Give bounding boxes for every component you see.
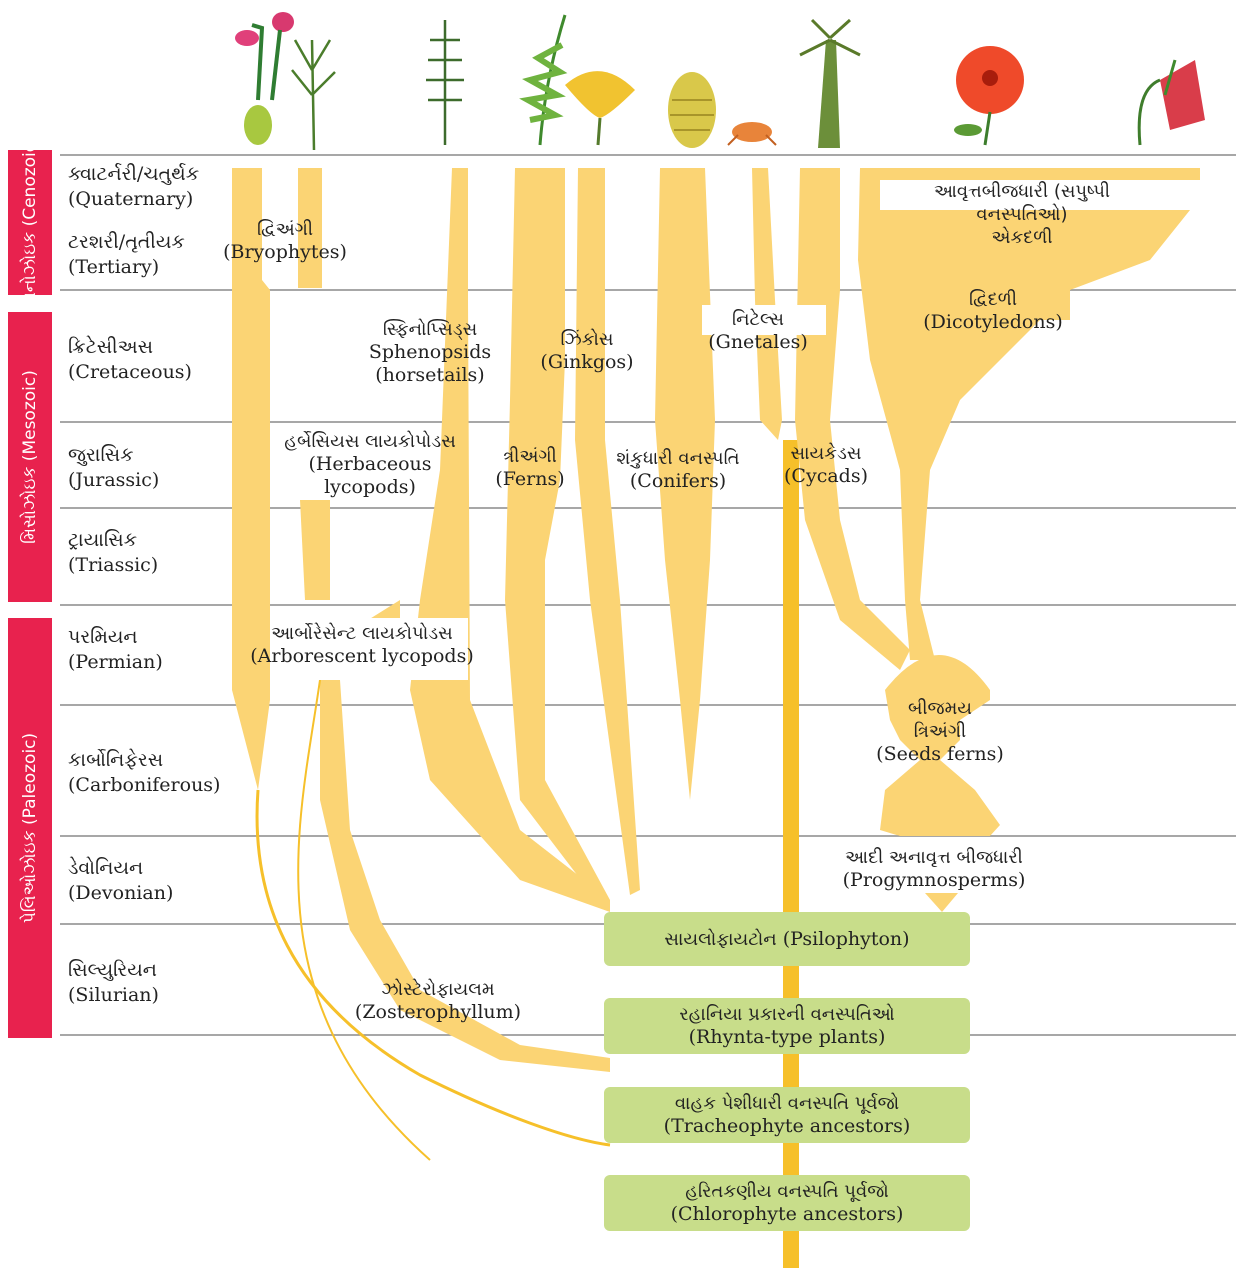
label-arborescent-lycopods: આર્બોરેસેન્ટ લાયકોપોડસ(Arborescent lycop… bbox=[250, 623, 474, 667]
label-progymnosperms: આદી અનાવૃત્ત બીજધારી(Progymnosperms) bbox=[842, 847, 1026, 891]
period-devonian: ડેવોનિયન(Devonian) bbox=[68, 857, 174, 904]
psilotum-branch bbox=[298, 168, 322, 288]
trunk-segment bbox=[783, 1231, 799, 1268]
period-permian: પરમિયન(Permian) bbox=[68, 626, 163, 673]
flower-icon bbox=[954, 46, 1024, 146]
label-angiosperms: આવૃત્તબીજધારી (સપુષ્પીવનસ્પતિઓ)એકદળી bbox=[933, 181, 1111, 248]
era-bar-cenozoic: સિનોઝોઇક (Cenozoic) bbox=[8, 136, 52, 309]
progymnosperms-branch bbox=[925, 893, 958, 912]
label-ginkgos: ઝિંકોસ(Ginkgos) bbox=[540, 329, 634, 373]
moss-icon bbox=[235, 12, 294, 145]
label-bryophytes: દ્વિઅંગી(Bryophytes) bbox=[223, 219, 347, 263]
arborescent-lycopods-branch bbox=[320, 600, 610, 1072]
ancestor-box-psilophyton: સાયલોફાયટોન (Psilophyton) bbox=[604, 912, 970, 966]
gnetales-branch bbox=[752, 168, 782, 440]
gnetales-label-bg bbox=[702, 305, 826, 335]
period-cretaceous: ક્રિટેસીઅસ(Cretaceous) bbox=[68, 336, 192, 383]
conifers-branch bbox=[655, 168, 715, 800]
angiosperms-branch bbox=[858, 168, 1200, 660]
label-dicotyledons: દ્વિદળી(Dicotyledons) bbox=[923, 289, 1063, 333]
period-silurian: સિલ્યુરિયન(Silurian) bbox=[68, 959, 159, 1006]
lily-flower-icon bbox=[1137, 59, 1205, 146]
trunk-segment bbox=[783, 1143, 799, 1175]
gnetum-icon bbox=[727, 122, 777, 146]
sphenopsids-branch bbox=[410, 168, 610, 912]
fern-icon bbox=[519, 14, 568, 146]
label-conifers: શંકુધારી વનસ્પતિ(Conifers) bbox=[616, 448, 740, 492]
period-tertiary: ટરશરી/તૃતીયક(Tertiary) bbox=[68, 231, 185, 278]
early-links bbox=[255, 679, 611, 1161]
bryophyte-link bbox=[255, 789, 611, 1147]
bryophytes-branch bbox=[232, 168, 270, 790]
period-triassic: ટ્રાયાસિક(Triassic) bbox=[68, 529, 159, 576]
period-jurassic: જુરાસિક(Jurassic) bbox=[68, 444, 160, 491]
arborescent-label-bg bbox=[272, 618, 468, 680]
trunk-segment bbox=[783, 1054, 799, 1087]
psilotum-icon bbox=[291, 39, 336, 151]
era-bar-paleozoic: પેલિઓઝોઇક (Paleozoic) bbox=[8, 618, 52, 1038]
period-quaternary: ક્વાટર્નરી/ચતુર્થક(Quaternary) bbox=[68, 163, 200, 210]
cycads-branch bbox=[795, 168, 910, 670]
seed-ferns-branch bbox=[880, 655, 1000, 836]
herbaceous-lycopods-branch bbox=[300, 500, 330, 600]
era-bar-mesozoic: મિસોઝોઇક (Mesozoic) bbox=[8, 312, 52, 602]
label-zosterophyllum: ઝોસ્ટેરોફાયલમ(Zosterophyllum) bbox=[354, 979, 522, 1023]
conifer-cone-icon bbox=[668, 72, 716, 148]
ferns-branch bbox=[505, 168, 610, 905]
label-ferns: ત્રીઅંગી(Ferns) bbox=[495, 446, 565, 490]
ginkgos-branch bbox=[575, 168, 640, 895]
period-carboniferous: કાર્બોનિફેરસ(Carboniferous) bbox=[68, 749, 221, 796]
ginkgo-leaf-icon bbox=[565, 71, 635, 146]
lycopod-link bbox=[297, 679, 431, 1161]
ancestor-box-chlorophyte: હરિતકણીય વનસ્પતિ પૂર્વજો(Chlorophyte anc… bbox=[604, 1175, 970, 1231]
label-cycads: સાયકેડસ(Cycads) bbox=[784, 443, 868, 487]
ancestor-box-tracheophyte: વાહક પેશીધારી વનસ્પતિ પૂર્વજો(Tracheophy… bbox=[604, 1087, 970, 1143]
horsetail-icon bbox=[426, 20, 464, 145]
ancestor-box-rhynia: રહાનિયા પ્રકારની વનસ્પતિઓ(Rhynta-type pl… bbox=[604, 998, 970, 1054]
label-gnetales: નિટેલ્સ(Gnetales) bbox=[708, 309, 808, 353]
plant-icons bbox=[235, 12, 1205, 151]
cycad-icon bbox=[799, 18, 861, 148]
